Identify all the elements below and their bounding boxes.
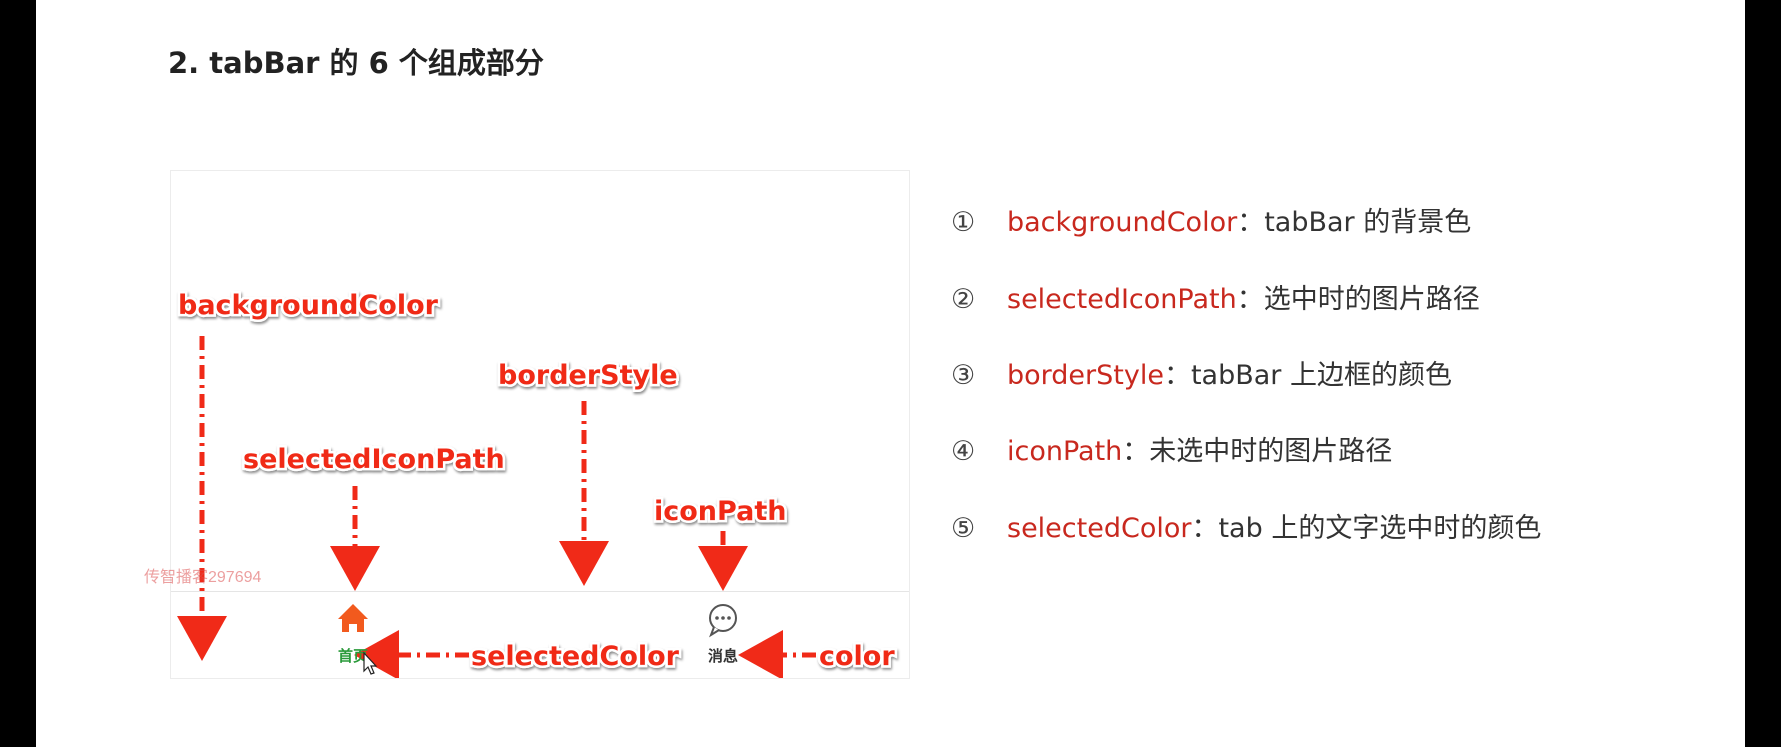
tab-message-label: 消息	[708, 647, 738, 665]
tab-home[interactable]: 首页	[338, 604, 378, 675]
item-number: ⑤	[951, 513, 976, 544]
home-icon	[338, 604, 368, 632]
tab-home-label: 首页	[338, 647, 368, 665]
item-number: ④	[951, 436, 976, 467]
tab-message[interactable]: 消息	[708, 604, 738, 665]
label-border-style: borderStyle	[498, 360, 678, 391]
item-description: tab 上的文字选中时的颜色	[1218, 513, 1542, 544]
label-background-color: backgroundColor	[178, 290, 439, 321]
list-item: ④ iconPath：未选中时的图片路径	[951, 429, 1392, 468]
item-property: iconPath	[1007, 436, 1123, 467]
list-item: ② selectedIconPath：选中时的图片路径	[951, 277, 1480, 316]
item-description: tabBar 上边框的颜色	[1190, 360, 1452, 391]
item-separator: ：	[1163, 360, 1191, 391]
item-number: ①	[951, 207, 976, 238]
item-separator: ：	[1237, 207, 1265, 238]
diagram-svg: backgroundColor borderStyle selectedIcon…	[176, 288, 898, 678]
watermark: 传智播客297694	[144, 569, 262, 586]
item-separator: ：	[1122, 436, 1150, 467]
item-property: selectedColor	[1007, 513, 1192, 544]
cursor-icon	[363, 651, 378, 675]
item-property: backgroundColor	[1007, 207, 1238, 238]
item-separator: ：	[1191, 513, 1219, 544]
item-description: 未选中时的图片路径	[1149, 436, 1393, 467]
item-separator: ：	[1236, 284, 1264, 315]
item-number: ②	[951, 284, 976, 315]
label-icon-path: iconPath	[654, 496, 786, 527]
item-description: tabBar 的背景色	[1264, 207, 1472, 238]
section-heading: 2. tabBar 的 6 个组成部分	[168, 46, 544, 80]
label-color: color	[819, 641, 895, 672]
message-icon	[709, 604, 737, 638]
item-description: 选中时的图片路径	[1263, 284, 1480, 315]
list-item: ⑤ selectedColor：tab 上的文字选中时的颜色	[951, 506, 1541, 545]
list-item: ③ borderStyle：tabBar 上边框的颜色	[951, 353, 1452, 392]
tabbar-border	[171, 591, 909, 592]
list-item: ① backgroundColor：tabBar 的背景色	[951, 200, 1471, 239]
item-property: borderStyle	[1007, 360, 1164, 391]
label-selected-color: selectedColor	[471, 641, 680, 672]
slide: 2. tabBar 的 6 个组成部分 backgroun	[36, 0, 1745, 747]
label-selected-icon-path: selectedIconPath	[243, 444, 505, 475]
tabbar-diagram: backgroundColor borderStyle selectedIcon…	[170, 170, 910, 679]
item-property: selectedIconPath	[1007, 284, 1237, 315]
item-number: ③	[951, 360, 976, 391]
